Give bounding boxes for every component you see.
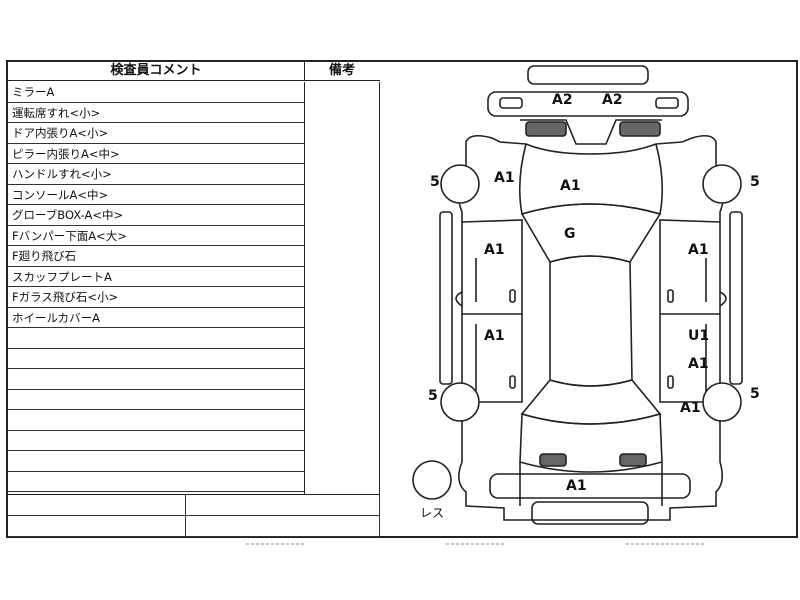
comment-row: ピラー内張りA<中> (8, 144, 304, 164)
comment-row: スカッフプレートA (8, 267, 304, 287)
comment-row (8, 431, 304, 451)
comment-row: コンソールA<中> (8, 185, 304, 205)
mark-front-right-corner: A1 (680, 400, 701, 416)
left-doors (461, 219, 523, 403)
remarks-header: 備考 (304, 62, 380, 81)
comment-row: Fバンパー下面A<大> (8, 226, 304, 246)
comment-header: 検査員コメント (8, 62, 305, 81)
mark-rear-right-door: A1 (688, 242, 709, 258)
comment-row: ハンドルすれ<小> (8, 164, 304, 185)
comment-row: グローブBOX-A<中> (8, 205, 304, 226)
rear-glass (520, 203, 662, 263)
comment-row: ホイールカバーA (8, 308, 304, 328)
comment-row (8, 410, 304, 431)
tire-front-right (702, 382, 742, 422)
spare-label: レス (420, 506, 445, 520)
tire-depth-front-left: 5 (428, 388, 438, 404)
mark-rear-glass: G (564, 226, 576, 242)
footer-cell (186, 495, 380, 516)
mark-front-right-fender: A1 (688, 356, 709, 372)
tire-depth-rear-left: 5 (430, 174, 440, 190)
comment-row: ミラーA (8, 82, 304, 103)
footer-cell (8, 516, 186, 537)
footer-cell (186, 516, 380, 537)
cabin (549, 255, 633, 387)
footer-grid (8, 494, 380, 537)
tire-rear-right (702, 164, 742, 204)
mark-roof: A1 (560, 178, 581, 194)
tire-depth-front-right: 5 (750, 386, 760, 402)
comment-row: Fガラス飛び石<小> (8, 287, 304, 308)
tire-depth-rear-right: 5 (750, 174, 760, 190)
mark-rear-left-fender: A1 (494, 170, 515, 186)
comment-row (8, 390, 304, 410)
right-doors (659, 219, 721, 403)
front-bumper (489, 473, 691, 499)
mark-rear-bumper-left: A2 (552, 92, 573, 108)
remarks-column (304, 82, 380, 494)
tire-rear-left (440, 164, 480, 204)
mark-front-left-door: A1 (484, 328, 505, 344)
left-sill (439, 211, 453, 385)
mark-rear-bumper-right: A2 (602, 92, 623, 108)
windshield (520, 379, 662, 425)
rear-bumper-top (527, 65, 649, 85)
mark-front-bumper: A1 (566, 478, 587, 494)
spare-tire (412, 460, 452, 500)
right-sill (729, 211, 743, 385)
footer-cell (8, 495, 186, 516)
front-bumper-lower (531, 501, 649, 525)
scan-artifact (246, 543, 706, 545)
rear-bumper (487, 91, 689, 117)
comment-row (8, 472, 304, 492)
comment-row: ドア内張りA<小> (8, 123, 304, 144)
comment-row (8, 451, 304, 472)
comment-row (8, 369, 304, 390)
car-damage-diagram: A2 A2 A1 A1 G A1 A1 A1 U1 A1 A1 A1 5 5 5… (380, 62, 794, 536)
comment-row (8, 328, 304, 349)
comment-row: 運転席すれ<小> (8, 103, 304, 123)
tire-front-left (440, 382, 480, 422)
comment-row (8, 349, 304, 369)
mark-front-right-door: U1 (688, 328, 710, 344)
car-outline (412, 65, 743, 525)
mark-rear-left-door: A1 (484, 242, 505, 258)
comment-row: F廻り飛び石 (8, 246, 304, 267)
